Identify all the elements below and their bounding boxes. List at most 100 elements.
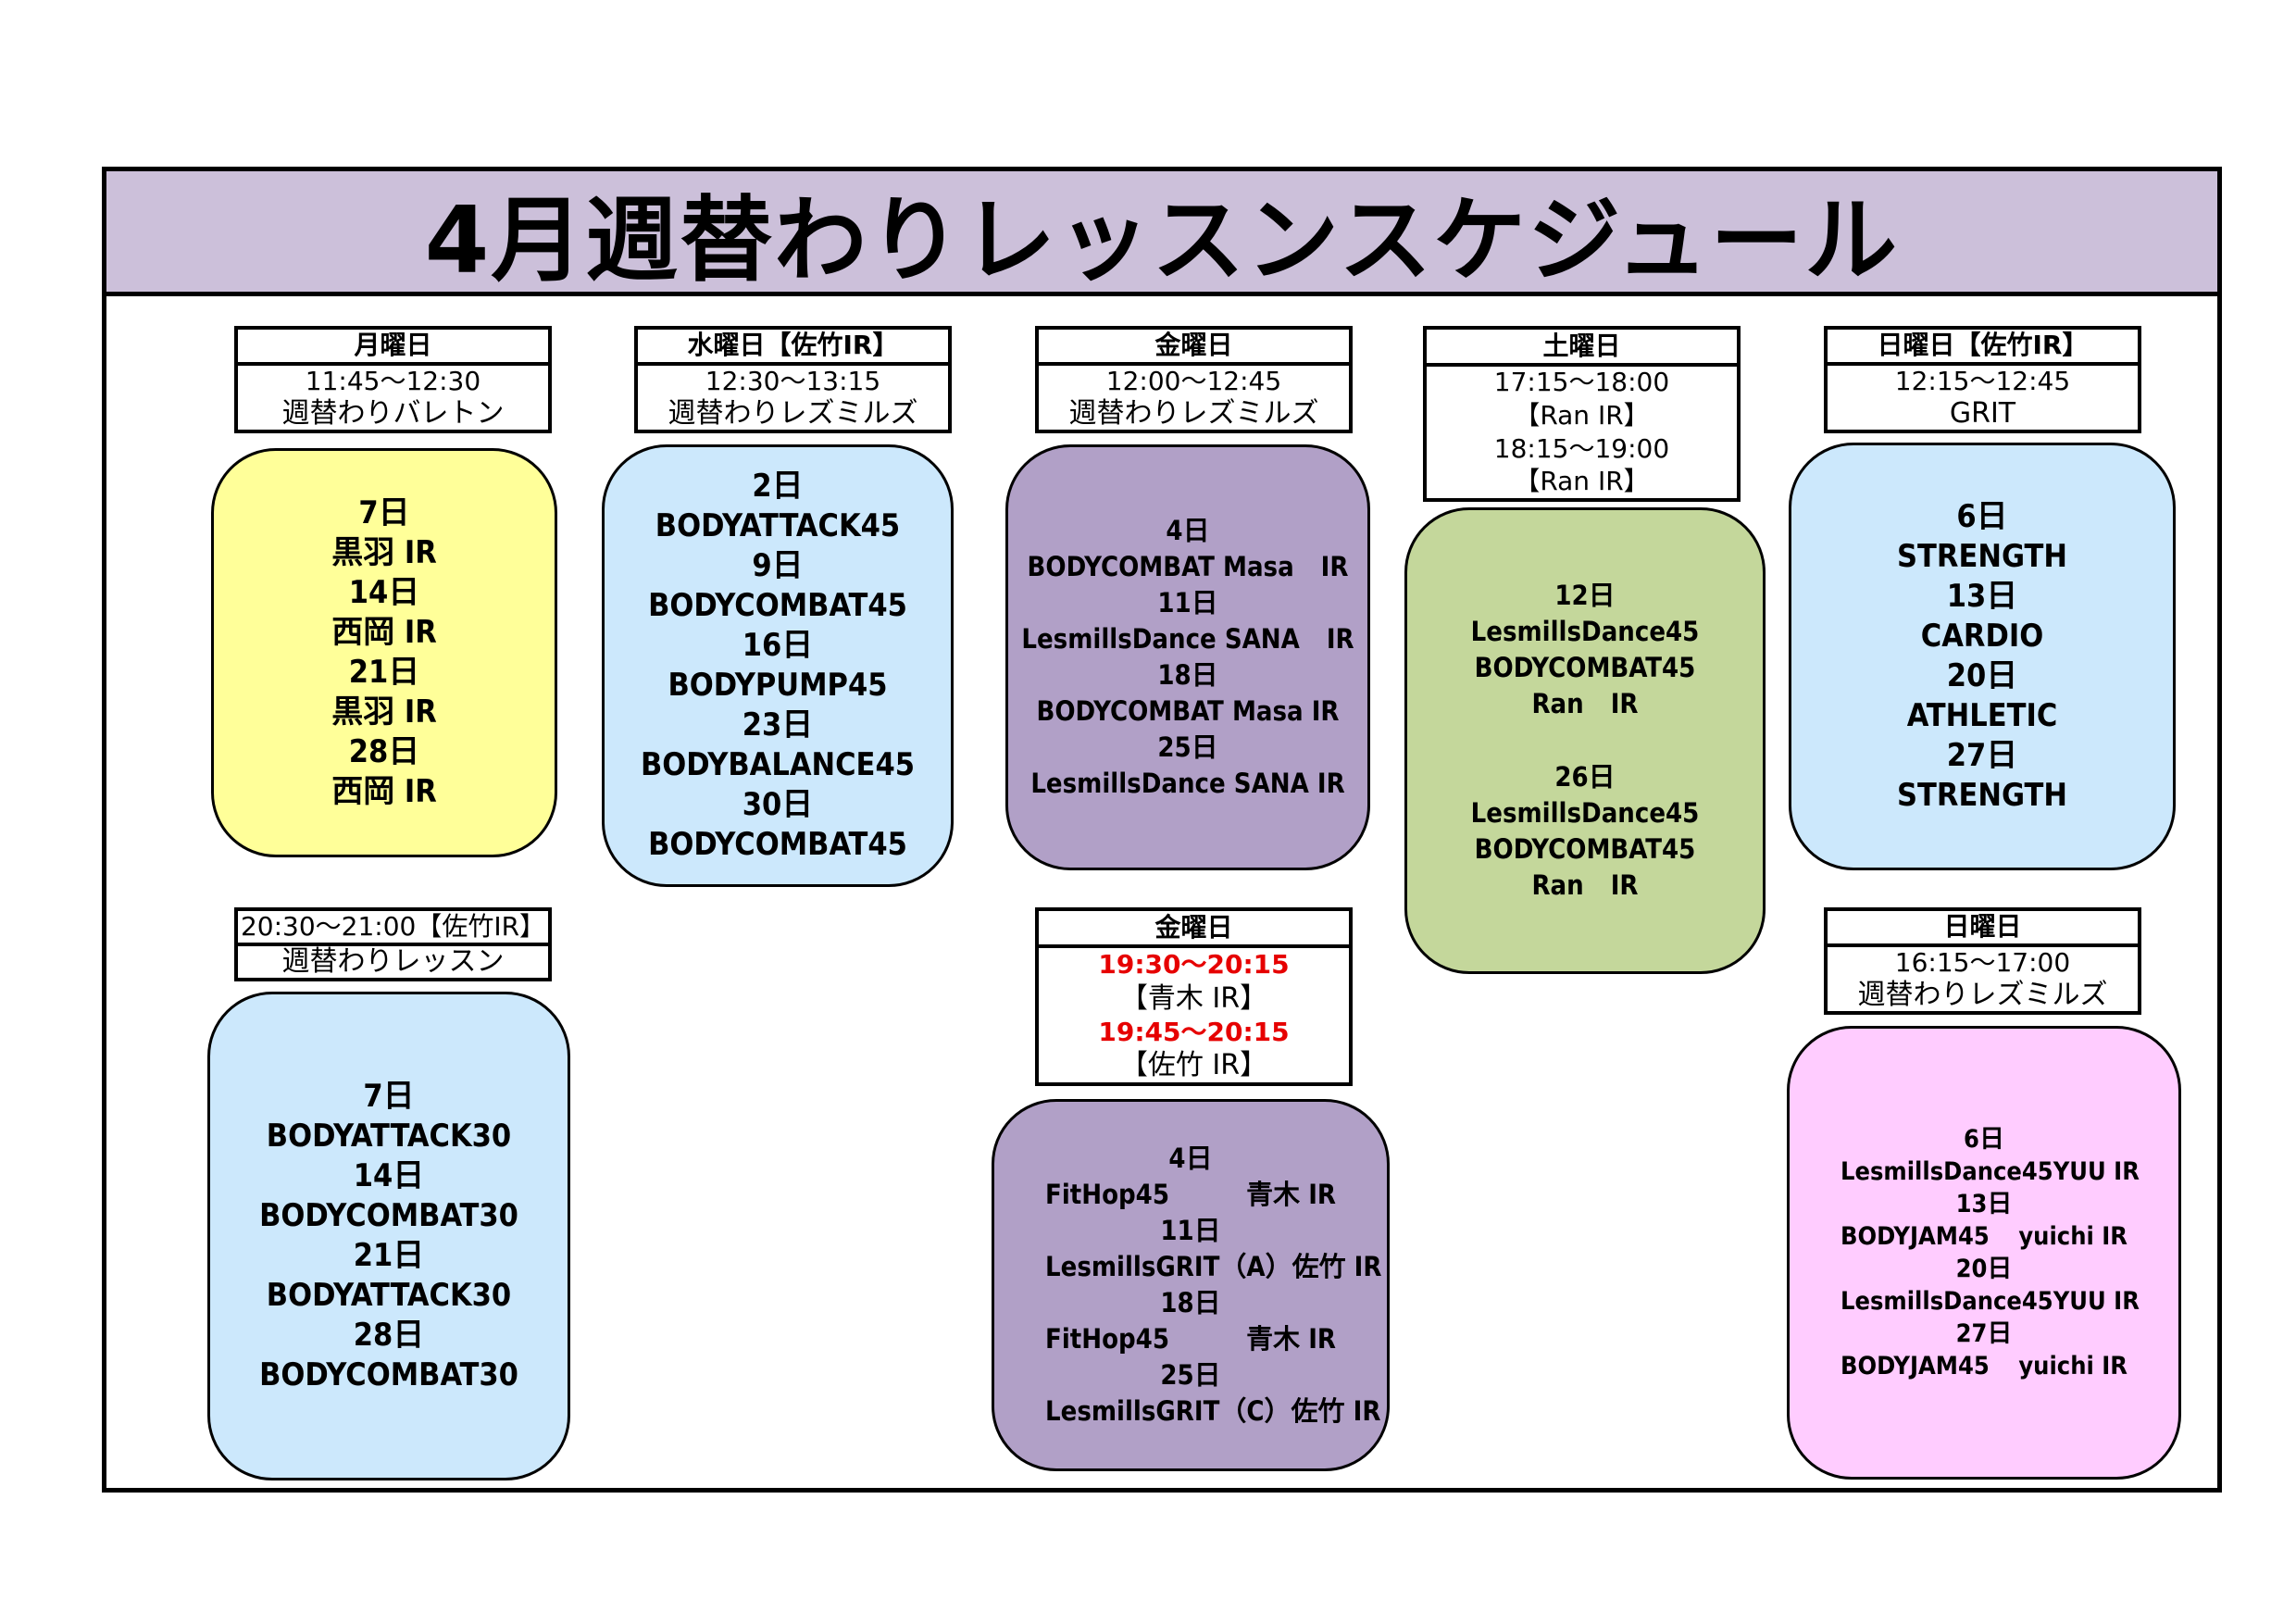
instructor-name: 青木 IR xyxy=(1246,1323,1336,1355)
date-label: 16日 xyxy=(742,627,814,664)
monday-header: 月曜日 11:45～12:30 週替わりバレトン xyxy=(234,326,552,433)
wednesday-header: 水曜日【佐竹IR】 12:30～13:15 週替わりレズミルズ xyxy=(634,326,952,433)
instructor-name: yuichi IR xyxy=(2018,1352,2128,1380)
lesson-label: BODYCOMBAT45 xyxy=(648,587,907,624)
lesson-label: BODYBALANCE45 xyxy=(640,746,916,783)
lesson-label: CARDIO xyxy=(1920,618,2044,655)
date-label: 30日 xyxy=(742,786,814,823)
program-name: LesmillsDance45 xyxy=(1841,1157,2053,1186)
day-label: 日曜日 xyxy=(1828,911,2138,947)
program-label: 週替わりレズミルズ xyxy=(668,396,918,430)
lesson-label: ATHLETIC xyxy=(1906,697,2058,734)
day-label: 月曜日 xyxy=(238,330,548,366)
lesson-row: BODYJAM45 yuichi IR xyxy=(1790,1350,2178,1382)
time-label: 12:00～12:45 xyxy=(1105,366,1282,396)
lesson-label: BODYCOMBAT30 xyxy=(259,1197,518,1234)
friday-header: 金曜日 12:00～12:45 週替わりレズミルズ xyxy=(1035,326,1353,433)
time-label: 12:30～13:15 xyxy=(705,366,881,396)
lesson-label: Ran IR xyxy=(1531,688,1639,719)
program-name: FitHop45 xyxy=(1045,1323,1169,1355)
lesson-label: BODYCOMBAT30 xyxy=(259,1356,518,1393)
lesson-row: LesmillsGRIT（A）佐竹 IR xyxy=(994,1249,1387,1285)
lesson-label: 西岡 IR xyxy=(331,773,437,810)
instructor-name: yuichi IR xyxy=(2018,1222,2128,1251)
time-label: 11:45～12:30 xyxy=(305,366,481,396)
program-label: GRIT xyxy=(1949,396,2016,430)
date-label: 13日 xyxy=(1955,1190,2013,1218)
date-label: 21日 xyxy=(353,1237,425,1274)
instructor-name: 佐竹 IR xyxy=(1292,1251,1382,1282)
page-title: 4月週替わりレッスンスケジュール xyxy=(424,185,1900,294)
lesson-label: STRENGTH xyxy=(1897,777,2067,814)
lesson-label: BODYATTACK45 xyxy=(655,507,901,544)
date-label: 25日 xyxy=(1157,731,1218,763)
lesson-label: BODYCOMBAT45 xyxy=(1474,652,1696,683)
instructor-label-1: 【Ran IR】 xyxy=(1514,399,1650,431)
program-name: LesmillsGRIT（A） xyxy=(1045,1251,1292,1282)
lesson-label: BODYATTACK30 xyxy=(266,1118,512,1155)
date-label: 4日 xyxy=(1166,515,1210,546)
time-label: 20:30～21:00【佐竹IR】 xyxy=(238,911,548,946)
date-label: 18日 xyxy=(1160,1287,1221,1318)
saturday-header: 土曜日 17:15～18:00 【Ran IR】 18:15～19:00 【Ra… xyxy=(1423,326,1741,502)
date-label: 7日 xyxy=(358,494,410,531)
program-label: 週替わりレッスン xyxy=(281,945,505,978)
title-bar: 4月週替わりレッスンスケジュール xyxy=(106,171,2217,296)
sunday-header: 日曜日【佐竹IR】 12:15～12:45 GRIT xyxy=(1824,326,2141,433)
instructor-name: YUU IR xyxy=(2053,1157,2140,1186)
time-label-1: 19:30～20:15 xyxy=(1098,949,1290,981)
date-label: 28日 xyxy=(348,733,420,770)
program-label: 週替わりバレトン xyxy=(281,396,505,430)
day-label: 日曜日【佐竹IR】 xyxy=(1828,330,2138,366)
instructor-name: 佐竹 IR xyxy=(1291,1395,1381,1427)
time-label-2: 19:45～20:15 xyxy=(1098,1016,1290,1047)
date-label: 6日 xyxy=(1964,1125,2004,1154)
date-label: 6日 xyxy=(1956,498,2008,535)
lesson-label: LesmillsDance SANA IR xyxy=(1030,768,1345,799)
monday-night-header: 20:30～21:00【佐竹IR】 週替わりレッスン xyxy=(234,907,552,981)
time-label: 16:15～17:00 xyxy=(1894,947,2071,978)
date-label: 27日 xyxy=(1955,1319,2013,1348)
program-name: FitHop45 xyxy=(1045,1179,1169,1210)
date-label: 12日 xyxy=(1554,580,1616,611)
program-name: BODYJAM45 xyxy=(1841,1222,1990,1251)
lesson-label: 西岡 IR xyxy=(331,614,437,651)
lesson-label: LesmillsDance45 xyxy=(1470,797,1700,829)
program-label: 週替わりレズミルズ xyxy=(1068,396,1319,430)
lesson-row: FitHop45 青木 IR xyxy=(994,1321,1387,1357)
date-label: 9日 xyxy=(752,547,804,584)
instructor-label-2: 【佐竹 IR】 xyxy=(1119,1048,1268,1081)
lesson-row: LesmillsGRIT（C）佐竹 IR xyxy=(994,1393,1387,1430)
lesson-label: 黒羽 IR xyxy=(331,693,437,731)
instructor-name: 青木 IR xyxy=(1246,1179,1336,1210)
date-label: 20日 xyxy=(1955,1255,2013,1283)
lesson-label: STRENGTH xyxy=(1897,538,2067,575)
date-label: 20日 xyxy=(1946,657,2018,694)
time-label: 12:15～12:45 xyxy=(1894,366,2071,396)
lesson-label: BODYPUMP45 xyxy=(668,667,888,704)
instructor-label-2: 【Ran IR】 xyxy=(1514,466,1650,497)
program-name: BODYJAM45 xyxy=(1841,1352,1990,1380)
lesson-row: FitHop45 青木 IR xyxy=(994,1177,1387,1213)
lesson-label: LesmillsDance SANA IR xyxy=(1021,623,1354,655)
time-label-2: 18:15～19:00 xyxy=(1493,432,1670,464)
lesson-label: Ran IR xyxy=(1531,869,1639,901)
date-label: 4日 xyxy=(1168,1143,1213,1174)
lesson-label: BODYCOMBAT45 xyxy=(648,826,907,863)
lesson-label: BODYCOMBAT Masa IR xyxy=(1036,695,1340,727)
lesson-row: BODYJAM45 yuichi IR xyxy=(1790,1220,2178,1253)
date-label: 27日 xyxy=(1946,737,2018,774)
date-label: 11日 xyxy=(1160,1215,1221,1246)
lesson-label: BODYCOMBAT Masa IR xyxy=(1027,551,1349,582)
instructor-name: YUU IR xyxy=(2053,1287,2140,1316)
